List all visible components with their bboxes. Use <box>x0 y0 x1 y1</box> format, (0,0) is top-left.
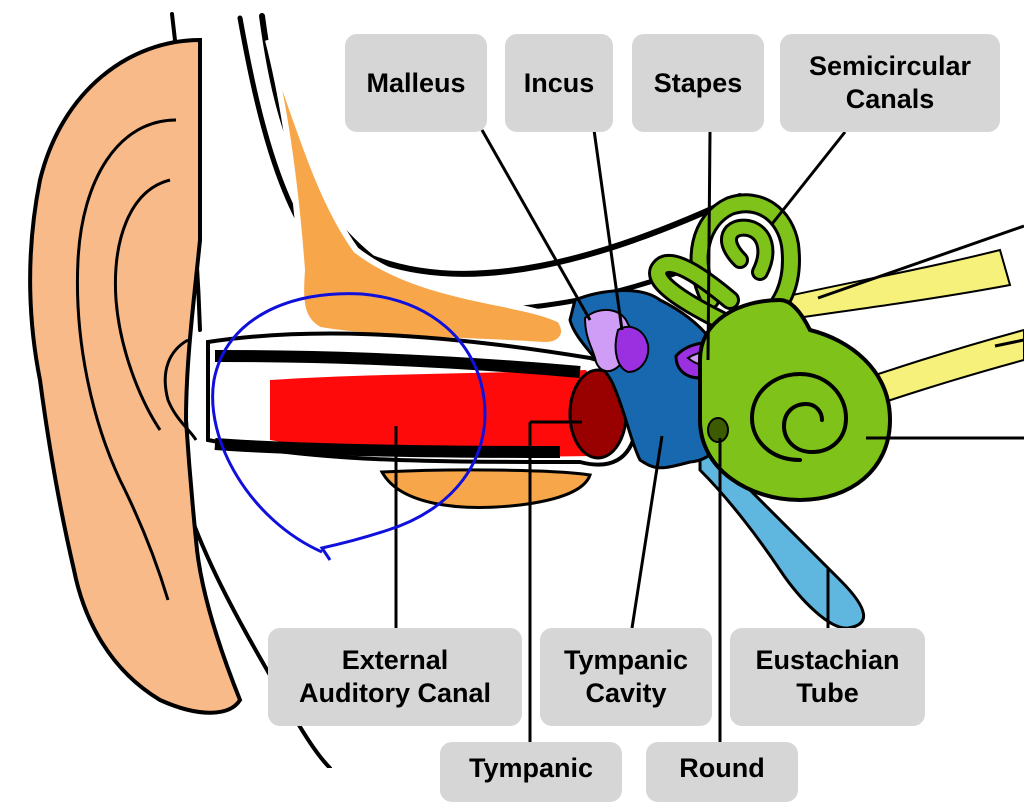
label-eustachian-tube: Eustachian Tube <box>730 628 925 726</box>
label-tympanic-cavity: Tympanic Cavity <box>540 628 712 726</box>
label-external-auditory-canal: External Auditory Canal <box>268 628 522 726</box>
outer-ear <box>28 37 243 715</box>
inner-ear <box>648 193 893 503</box>
label-semicircular-canals: Semicircular Canals <box>780 34 1000 132</box>
leader-lines <box>394 129 1024 768</box>
annotation-circle <box>211 292 487 561</box>
label-round-partial: Round <box>646 742 798 802</box>
cartilage <box>265 38 592 509</box>
label-stapes: Stapes <box>632 34 764 132</box>
ear-anatomy-diagram <box>28 12 1024 768</box>
label-incus: Incus <box>505 34 613 132</box>
label-malleus: Malleus <box>345 34 487 132</box>
label-tympanic-partial: Tympanic <box>440 742 622 802</box>
